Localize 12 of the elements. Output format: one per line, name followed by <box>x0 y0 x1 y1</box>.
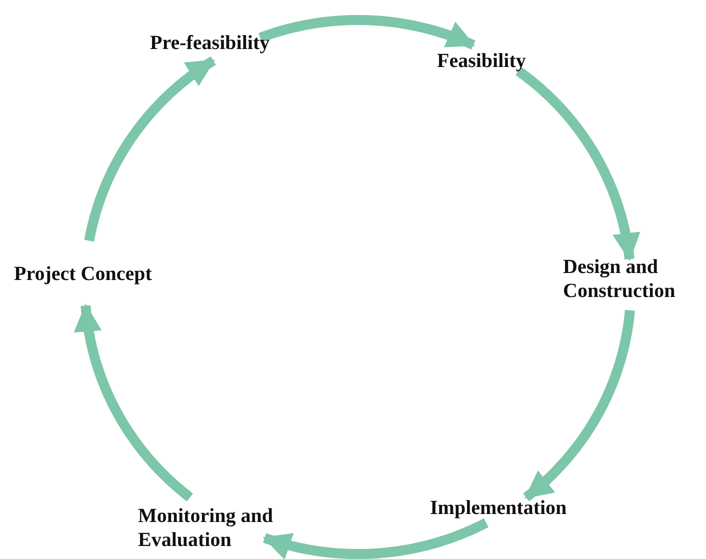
stage-label: Project Concept <box>14 262 152 286</box>
stage-label: Feasibility <box>437 49 526 73</box>
cycle-arrow <box>84 56 216 242</box>
cycle-arrow <box>258 15 476 50</box>
stage-label: Monitoring and Evaluation <box>138 504 274 552</box>
cycle-arrow <box>523 310 635 502</box>
cycle-arrow <box>516 66 640 262</box>
stage-label: Design and Construction <box>563 255 676 303</box>
cycle-arrow <box>74 304 193 502</box>
stage-label: Pre-feasibility <box>150 31 270 55</box>
stage-label: Implementation <box>430 496 567 520</box>
cycle-arrow <box>262 518 488 559</box>
